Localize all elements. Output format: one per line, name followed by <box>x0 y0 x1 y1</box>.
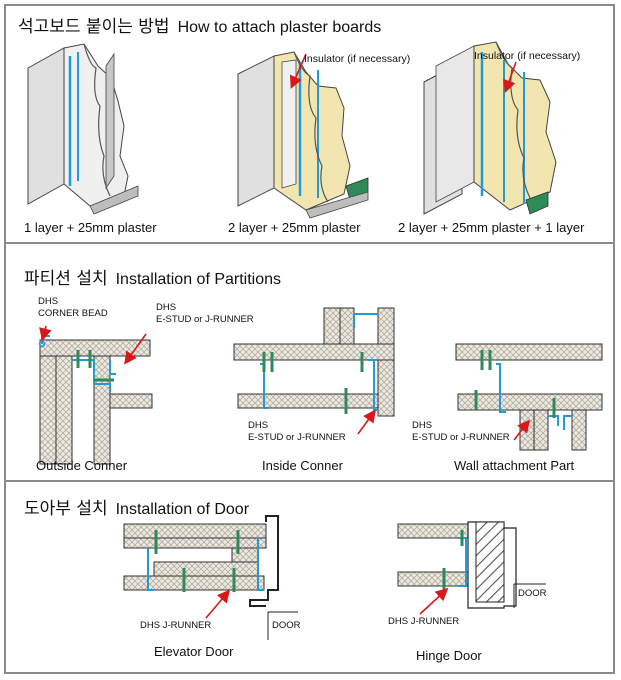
section2-title-korean: 파티션 설치 <box>24 269 108 289</box>
label-dhs-estud-inside-line2: E-STUD or J-RUNNER <box>248 432 346 443</box>
label-dhs-estud-outside-line1: DHS <box>156 302 177 313</box>
inside-corner-diagram <box>233 307 395 435</box>
plaster-illustration-1 <box>27 43 139 215</box>
elevator-door-diagram <box>123 515 298 640</box>
label-dhs-estud-wall: DHS E-STUD or J-RUNNER <box>412 420 510 444</box>
insulator-label-2: Insulator (if necessary) <box>474 50 581 62</box>
section1-title-english: How to attach plaster boards <box>177 19 382 36</box>
caption-2-layer-plus-1: 2 layer + 25mm plaster + 1 layer <box>398 220 585 235</box>
wall-attachment-diagram <box>455 343 603 451</box>
insulator-label-1: Insulator (if necessary) <box>304 53 411 65</box>
caption-elevator-door: Elevator Door <box>154 644 234 659</box>
label-j-runner-hinge: DHS J-RUNNER <box>388 616 460 627</box>
diagram-frame: 석고보드 붙이는 방법 How to attach plaster boards <box>4 4 615 674</box>
caption-hinge-door: Hinge Door <box>416 648 482 663</box>
label-dhs-corner-bead: DHS CORNER BEAD <box>38 296 108 320</box>
label-j-runner-elevator: DHS J-RUNNER <box>140 620 212 631</box>
section-plaster-boards: 석고보드 붙이는 방법 How to attach plaster boards <box>6 6 613 242</box>
caption-1-layer: 1 layer + 25mm plaster <box>24 220 157 235</box>
caption-inside-corner: Inside Conner <box>262 458 343 473</box>
section1-title-korean: 석고보드 붙이는 방법 <box>18 17 170 37</box>
section-divider-2 <box>6 480 613 482</box>
door-illustrations <box>123 515 546 640</box>
section1-title: 석고보드 붙이는 방법 How to attach plaster boards <box>18 12 381 37</box>
caption-outside-corner: Outside Conner <box>36 458 128 473</box>
section3-title: 도아부 설치 Installation of Door <box>24 494 249 519</box>
label-dhs-estud-inside: DHS E-STUD or J-RUNNER <box>248 420 346 444</box>
plaster-board-illustrations <box>27 41 557 219</box>
label-dhs-estud-wall-line2: E-STUD or J-RUNNER <box>412 432 510 443</box>
outside-corner-diagram <box>38 325 153 465</box>
partition-illustrations <box>38 307 603 465</box>
label-dhs-estud-outside-line2: E-STUD or J-RUNNER <box>156 314 254 325</box>
section-divider-1 <box>6 242 613 244</box>
section-doors: 도아부 설치 Installation of Door <box>6 482 613 672</box>
caption-wall-attachment: Wall attachment Part <box>454 458 575 473</box>
label-dhs-estud-wall-line1: DHS <box>412 420 433 431</box>
hinge-door-diagram <box>397 521 546 615</box>
section3-title-english: Installation of Door <box>115 501 250 518</box>
plaster-illustration-3 <box>423 41 557 215</box>
section-partitions: 파티션 설치 Installation of Partitions <box>6 244 613 480</box>
label-dhs-corner-line1: DHS <box>38 296 59 307</box>
label-dhs-estud-inside-line1: DHS <box>248 420 269 431</box>
section3-title-korean: 도아부 설치 <box>24 499 108 519</box>
label-dhs-corner-line2: CORNER BEAD <box>38 308 108 319</box>
section2-title: 파티션 설치 Installation of Partitions <box>24 264 281 289</box>
label-dhs-estud-outside: DHS E-STUD or J-RUNNER <box>156 302 254 326</box>
door-label-elevator: DOOR <box>272 620 301 631</box>
section2-title-english: Installation of Partitions <box>115 271 282 288</box>
door-label-hinge: DOOR <box>518 588 547 599</box>
caption-2-layer: 2 layer + 25mm plaster <box>228 220 361 235</box>
plaster-illustration-2 <box>237 51 369 219</box>
